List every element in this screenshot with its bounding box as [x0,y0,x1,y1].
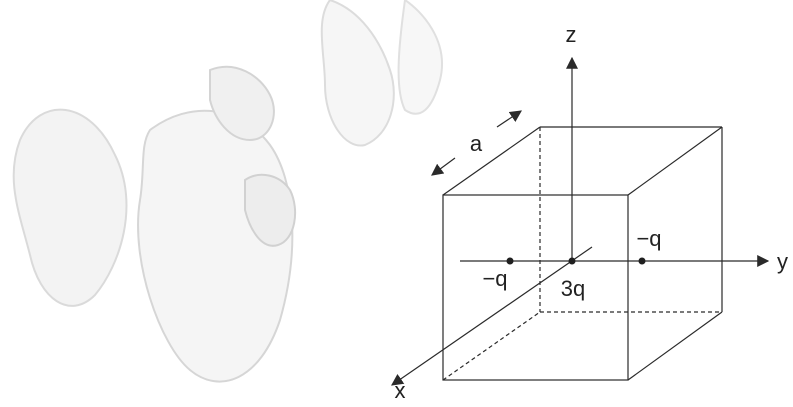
z-axis-label: z [566,22,577,47]
dimension-arrow-lower [431,157,456,176]
cube-bottom-right-edge [627,311,723,381]
y-axis-label: y [777,249,788,274]
dimension-arrow [431,110,522,176]
axes [391,56,770,386]
cube-front-face [442,194,629,381]
x-axis-label: x [395,378,406,402]
cube-top-left-edge [442,126,541,196]
dimension-label: a [470,131,483,156]
charge-left-dot [506,257,514,265]
charge-left-label: −q [482,266,507,291]
cube-top-right-edge [627,126,723,196]
background-decoration [12,0,443,383]
charge-right-dot [638,257,646,265]
charge-center-label: 3q [561,276,585,301]
charge-right-label: −q [636,226,661,251]
x-axis [391,246,593,386]
cube [442,126,723,381]
charges [506,257,646,265]
dimension-arrow-upper [496,110,522,128]
cube-hidden-bottom-left-edge [442,311,541,381]
charge-center-dot [568,257,576,265]
